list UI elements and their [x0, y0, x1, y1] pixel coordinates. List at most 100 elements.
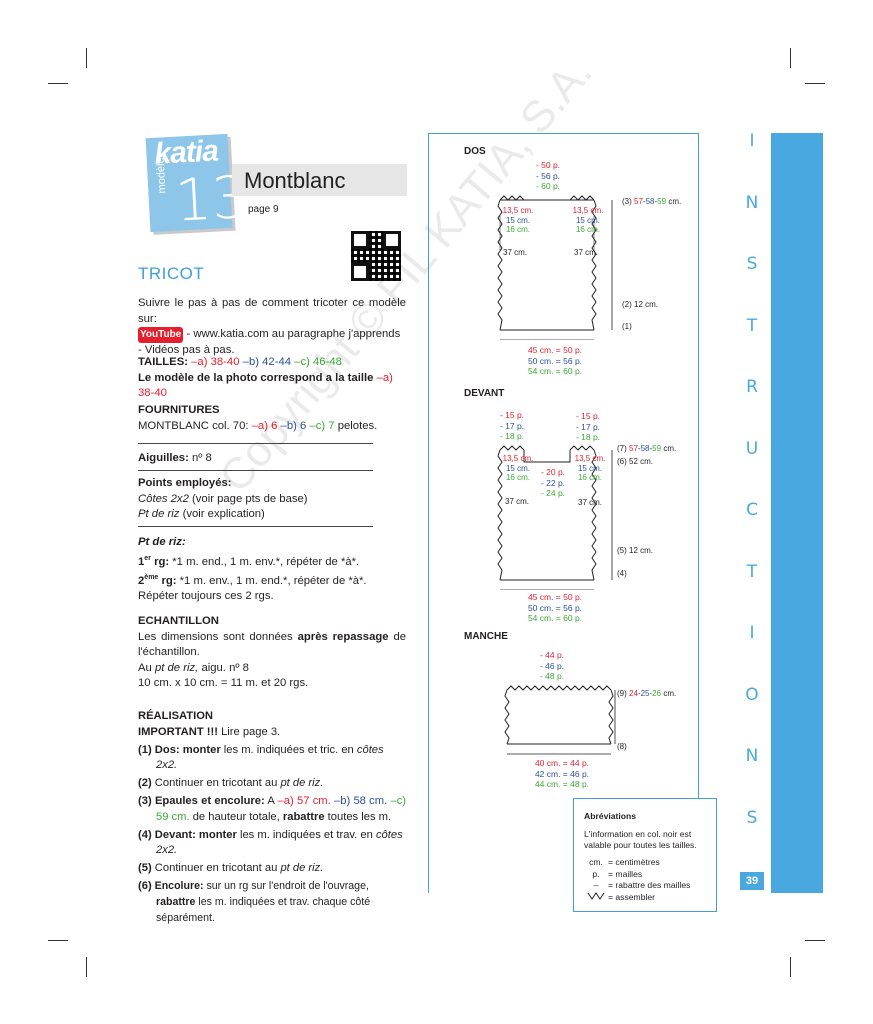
- stitch-name: Côtes 2x2: [138, 492, 189, 505]
- count-c: - 18 p.: [499, 431, 525, 441]
- step-text: Continuer en tricotant au: [154, 862, 278, 875]
- vertical-letter: T: [746, 315, 758, 336]
- row-sup: ème: [144, 573, 159, 581]
- logo-tile: katia modèle 13: [145, 133, 250, 235]
- abbr-value: = centimètres: [608, 857, 660, 867]
- row-number: 1: [138, 555, 145, 568]
- row-sup: er: [144, 554, 151, 562]
- gauge-label: ECHANTILLON: [138, 615, 219, 627]
- section-heading: TRICOT: [138, 264, 205, 283]
- measure-c: 16 cm.: [575, 225, 600, 234]
- measure-a: 13,5 cm.: [502, 206, 534, 215]
- stitch-name: Pt de riz: [138, 508, 180, 521]
- size-key: –b): [242, 356, 259, 368]
- page-title: Montblanc: [244, 168, 346, 193]
- step-emph: Devant: monter: [154, 828, 237, 841]
- size-value: 6: [271, 419, 278, 432]
- materials-text: MONTBLANC col. 70:: [138, 419, 249, 432]
- marker-num: (7): [617, 444, 627, 453]
- crop-mark: [48, 940, 68, 941]
- measure-b: 15 cm.: [505, 463, 530, 473]
- width-a: 45 cm. = 50 p.: [527, 592, 583, 602]
- width-c: 54 cm. = 60 p.: [527, 613, 583, 623]
- count-b: - 56 p.: [535, 170, 561, 181]
- crop-mark: [48, 83, 68, 84]
- front-stitch-right: - 15 p. - 17 p. - 18 p.: [571, 411, 605, 443]
- crop-mark: [805, 940, 825, 941]
- measure-b: 58: [645, 197, 655, 206]
- materials-block: FOURNITURES MONTBLANC col. 70: –a) 6 –b)…: [138, 403, 406, 434]
- abbreviations-box: Abréviations L'information en col. noir …: [573, 798, 717, 912]
- abbreviations-title: Abréviations: [584, 811, 637, 821]
- intro-line: Suivre le pas à pas de comment tricoter …: [138, 297, 406, 325]
- modele-label: modèle: [154, 157, 169, 194]
- needles-value: nº 8: [191, 452, 212, 464]
- width-b: 50 cm. = 56 p.: [527, 355, 583, 366]
- seed-stitch-label: Pt de riz:: [138, 536, 186, 548]
- marker-num: (3): [622, 197, 632, 206]
- step-number: (1): [138, 743, 152, 756]
- marker-value: 12 cm.: [629, 546, 654, 555]
- youtube-icon[interactable]: YouTube: [138, 327, 184, 343]
- abbr-value: = assembler: [608, 891, 656, 902]
- intro-line: YouTube - www.katia.com au paragraphe j'…: [138, 327, 406, 343]
- measure-c: 59: [652, 444, 662, 453]
- instructions-label: RÉALISATION: [138, 710, 213, 722]
- marker-num: (6): [617, 457, 627, 466]
- vertical-letter: N: [745, 746, 759, 766]
- abbreviations-list: cm.= centimètres p.= mailles –= rabattre…: [584, 857, 714, 903]
- back-shoulder-right: 13,5 cm. 15 cm. 16 cm.: [570, 206, 606, 235]
- size-value: –a) 57 cm.: [277, 794, 331, 807]
- size-key: –c): [294, 356, 310, 368]
- instructions-block: RÉALISATION IMPORTANT !!! Lire page 3. (…: [138, 709, 406, 926]
- vertical-letter: S: [746, 807, 758, 828]
- front-depth-right: 37 cm.: [578, 498, 603, 507]
- abbr-key: cm.: [589, 857, 603, 867]
- size-value: 7: [328, 419, 335, 432]
- important-label: IMPORTANT !!!: [138, 725, 218, 738]
- step-ital: côtes 2x2.: [156, 828, 403, 857]
- size-key: –a): [191, 356, 208, 368]
- size-value: –c) 59 cm.: [156, 794, 407, 823]
- back-width: 45 cm. = 50 p. 50 cm. = 56 p. 54 cm. = 6…: [515, 345, 595, 377]
- front-shape: [497, 445, 613, 590]
- size-value: 38-40: [138, 387, 167, 400]
- seam-icon: [584, 891, 608, 904]
- gauge-block: ECHANTILLON Les dimensions sont données …: [138, 614, 406, 692]
- step-text: toutes les m.: [327, 810, 392, 823]
- step-emph: Dos: monter: [154, 743, 221, 756]
- measure-c: 16 cm.: [577, 473, 602, 482]
- sizes-block: TAILLES: –a) 38-40 –b) 42-44 –c) 46-48 L…: [138, 355, 406, 402]
- measure-a: 57: [629, 444, 638, 453]
- step-number: (6): [138, 879, 152, 892]
- step-number: (4): [138, 828, 152, 841]
- step-emph: rabattre: [156, 895, 196, 908]
- vertical-letter: R: [746, 377, 758, 397]
- abbr-key: –: [593, 880, 599, 890]
- qr-code-icon[interactable]: [351, 231, 401, 281]
- sizes-label: TAILLES:: [138, 356, 188, 368]
- width-a: 45 cm. = 50 p.: [527, 345, 583, 355]
- front-stitch-left: - 15 p. - 17 p. - 18 p.: [495, 410, 529, 442]
- vertical-letter: I: [749, 623, 755, 643]
- back-marker-1: (1): [622, 322, 632, 331]
- needles-block: Aiguilles: nº 8: [138, 451, 406, 467]
- gauge-text: de l'échantillon.: [138, 630, 407, 659]
- sleeve-label: MANCHE: [464, 631, 508, 642]
- sleeve-stitch-counts: - 44 p. - 46 p. - 48 p.: [535, 650, 569, 682]
- abbr-value: = rabattre des mailles: [608, 880, 691, 890]
- crop-mark: [790, 48, 791, 68]
- front-marker-7: (7) 57-58-59 cm.: [617, 444, 677, 453]
- front-shoulder-left: 13,5 cm. 15 cm. 16 cm.: [500, 454, 536, 483]
- size-value: 38-40: [210, 356, 240, 368]
- measure-c: 16 cm.: [505, 473, 530, 482]
- size-value: 6: [300, 419, 307, 432]
- step-number: (2): [138, 777, 152, 790]
- step-text: A: [267, 794, 275, 807]
- step-number: (3): [138, 794, 152, 807]
- divider: [138, 526, 373, 527]
- count-a: - 44 p.: [539, 650, 565, 660]
- stitch-note: (voir page pts de base): [192, 492, 308, 505]
- unit: cm.: [663, 689, 677, 698]
- gauge-emph: pt de riz,: [154, 661, 199, 674]
